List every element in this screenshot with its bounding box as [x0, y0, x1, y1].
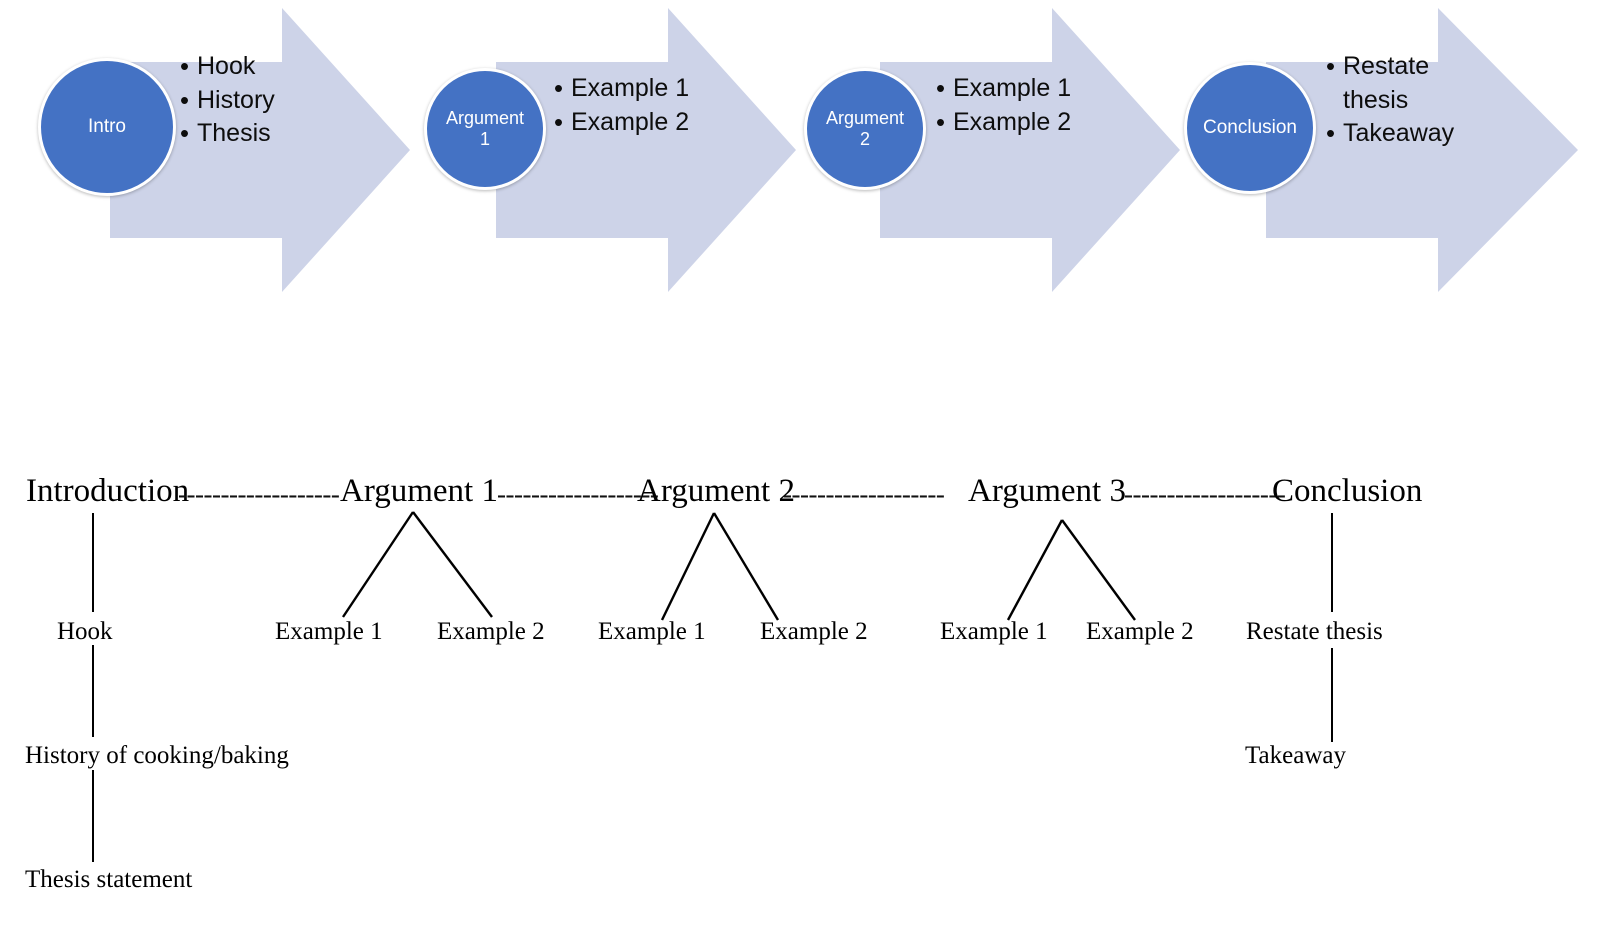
tree-node-a2-example-2: Example 2	[760, 618, 868, 645]
tree-node-takeaway: Takeaway	[1245, 742, 1346, 769]
branch-argument-3-left	[1006, 519, 1064, 621]
step-bullet-list: Example 1 Example 2	[554, 72, 689, 139]
branch-argument-1-left	[342, 511, 414, 618]
tree-node-a1-example-2: Example 2	[437, 618, 545, 645]
branch-argument-3-right	[1061, 519, 1136, 621]
bullet-item: Example 1	[936, 72, 1071, 106]
process-step-conclusion[interactable]: Conclusion Restate thesis Takeaway	[1184, 0, 1600, 300]
step-circle-argument-2[interactable]: Argument 2	[804, 68, 926, 190]
bullet-item: Example 2	[936, 106, 1071, 140]
bullet-item: History	[180, 84, 275, 118]
bullet-item: Hook	[180, 50, 275, 84]
connector-arg2-arg3: -------------------	[783, 479, 945, 509]
step-circle-label: Conclusion	[1203, 117, 1297, 139]
branch-argument-2-left	[660, 512, 716, 621]
bullet-item: Restate thesis	[1326, 50, 1454, 117]
bullet-item: Takeaway	[1326, 117, 1454, 151]
step-circle-label: Intro	[87, 116, 127, 138]
tree-node-a3-example-1: Example 1	[940, 618, 1048, 645]
step-bullet-list: Hook History Thesis	[180, 50, 275, 151]
process-step-intro[interactable]: Intro Hook History Thesis	[38, 0, 492, 300]
connector-arg3-conclusion: -------------------	[1124, 479, 1286, 509]
tree-node-a2-example-1: Example 1	[598, 618, 706, 645]
step-bullet-list: Restate thesis Takeaway	[1326, 50, 1454, 151]
tree-node-restate-thesis: Restate thesis	[1246, 618, 1383, 645]
bullet-item: Thesis	[180, 117, 275, 151]
connector-intro-arg1: -------------------	[178, 479, 340, 509]
process-step-argument-1[interactable]: Argument 1 Example 1 Example 2	[424, 0, 878, 300]
tree-node-argument-3: Argument 3	[968, 473, 1126, 509]
tree-node-introduction: Introduction	[26, 473, 190, 509]
tree-node-a3-example-2: Example 2	[1086, 618, 1194, 645]
tree-node-conclusion: Conclusion	[1272, 473, 1423, 509]
bullet-item: Example 1	[554, 72, 689, 106]
step-bullet-list: Example 1 Example 2	[936, 72, 1071, 139]
step-circle-intro[interactable]: Intro	[38, 58, 176, 196]
step-circle-label: Argument 2	[825, 108, 905, 149]
step-circle-argument-1[interactable]: Argument 1	[424, 68, 546, 190]
process-arrow-row: Intro Hook History Thesis Argument 1 Exa…	[0, 0, 1600, 320]
branch-argument-2-right	[712, 512, 780, 621]
connector-arg1-arg2: -------------------	[497, 479, 659, 509]
tree-node-hook: Hook	[57, 618, 113, 645]
tree-node-a1-example-1: Example 1	[275, 618, 383, 645]
bullet-item: Example 2	[554, 106, 689, 140]
tree-node-thesis-statement: Thesis statement	[25, 866, 193, 893]
tree-node-argument-2: Argument 2	[637, 473, 795, 509]
process-step-argument-2[interactable]: Argument 2 Example 1 Example 2	[804, 0, 1262, 300]
step-circle-conclusion[interactable]: Conclusion	[1184, 62, 1316, 194]
branch-argument-1-right	[412, 511, 493, 618]
tree-node-history: History of cooking/baking	[25, 742, 289, 769]
tree-node-argument-1: Argument 1	[340, 473, 498, 509]
step-circle-label: Argument 1	[445, 108, 525, 149]
